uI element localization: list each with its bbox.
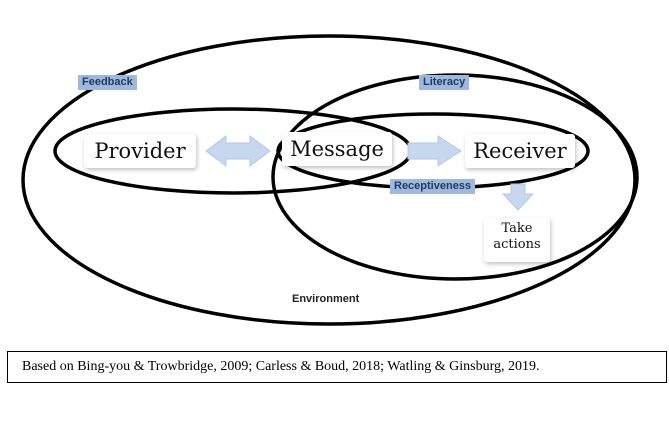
feedback-label: Feedback — [78, 75, 137, 90]
provider-node: Provider — [84, 134, 196, 168]
message-node: Message — [282, 132, 392, 166]
take-actions-node: Take actions — [484, 218, 550, 262]
receiver-node: Receiver — [465, 134, 575, 168]
citation-text: Based on Bing-you & Trowbridge, 2009; Ca… — [7, 351, 667, 383]
down-arrow-icon — [501, 183, 535, 211]
literacy-label: Literacy — [419, 75, 470, 90]
right-arrow-icon — [407, 135, 462, 167]
double-arrow-icon — [205, 135, 271, 167]
environment-label: Environment — [292, 293, 360, 305]
take-actions-line2: actions — [493, 237, 541, 252]
take-actions-line1: Take — [501, 221, 533, 236]
environment-ellipse — [21, 34, 637, 326]
receptiveness-label: Receptiveness — [390, 179, 476, 194]
